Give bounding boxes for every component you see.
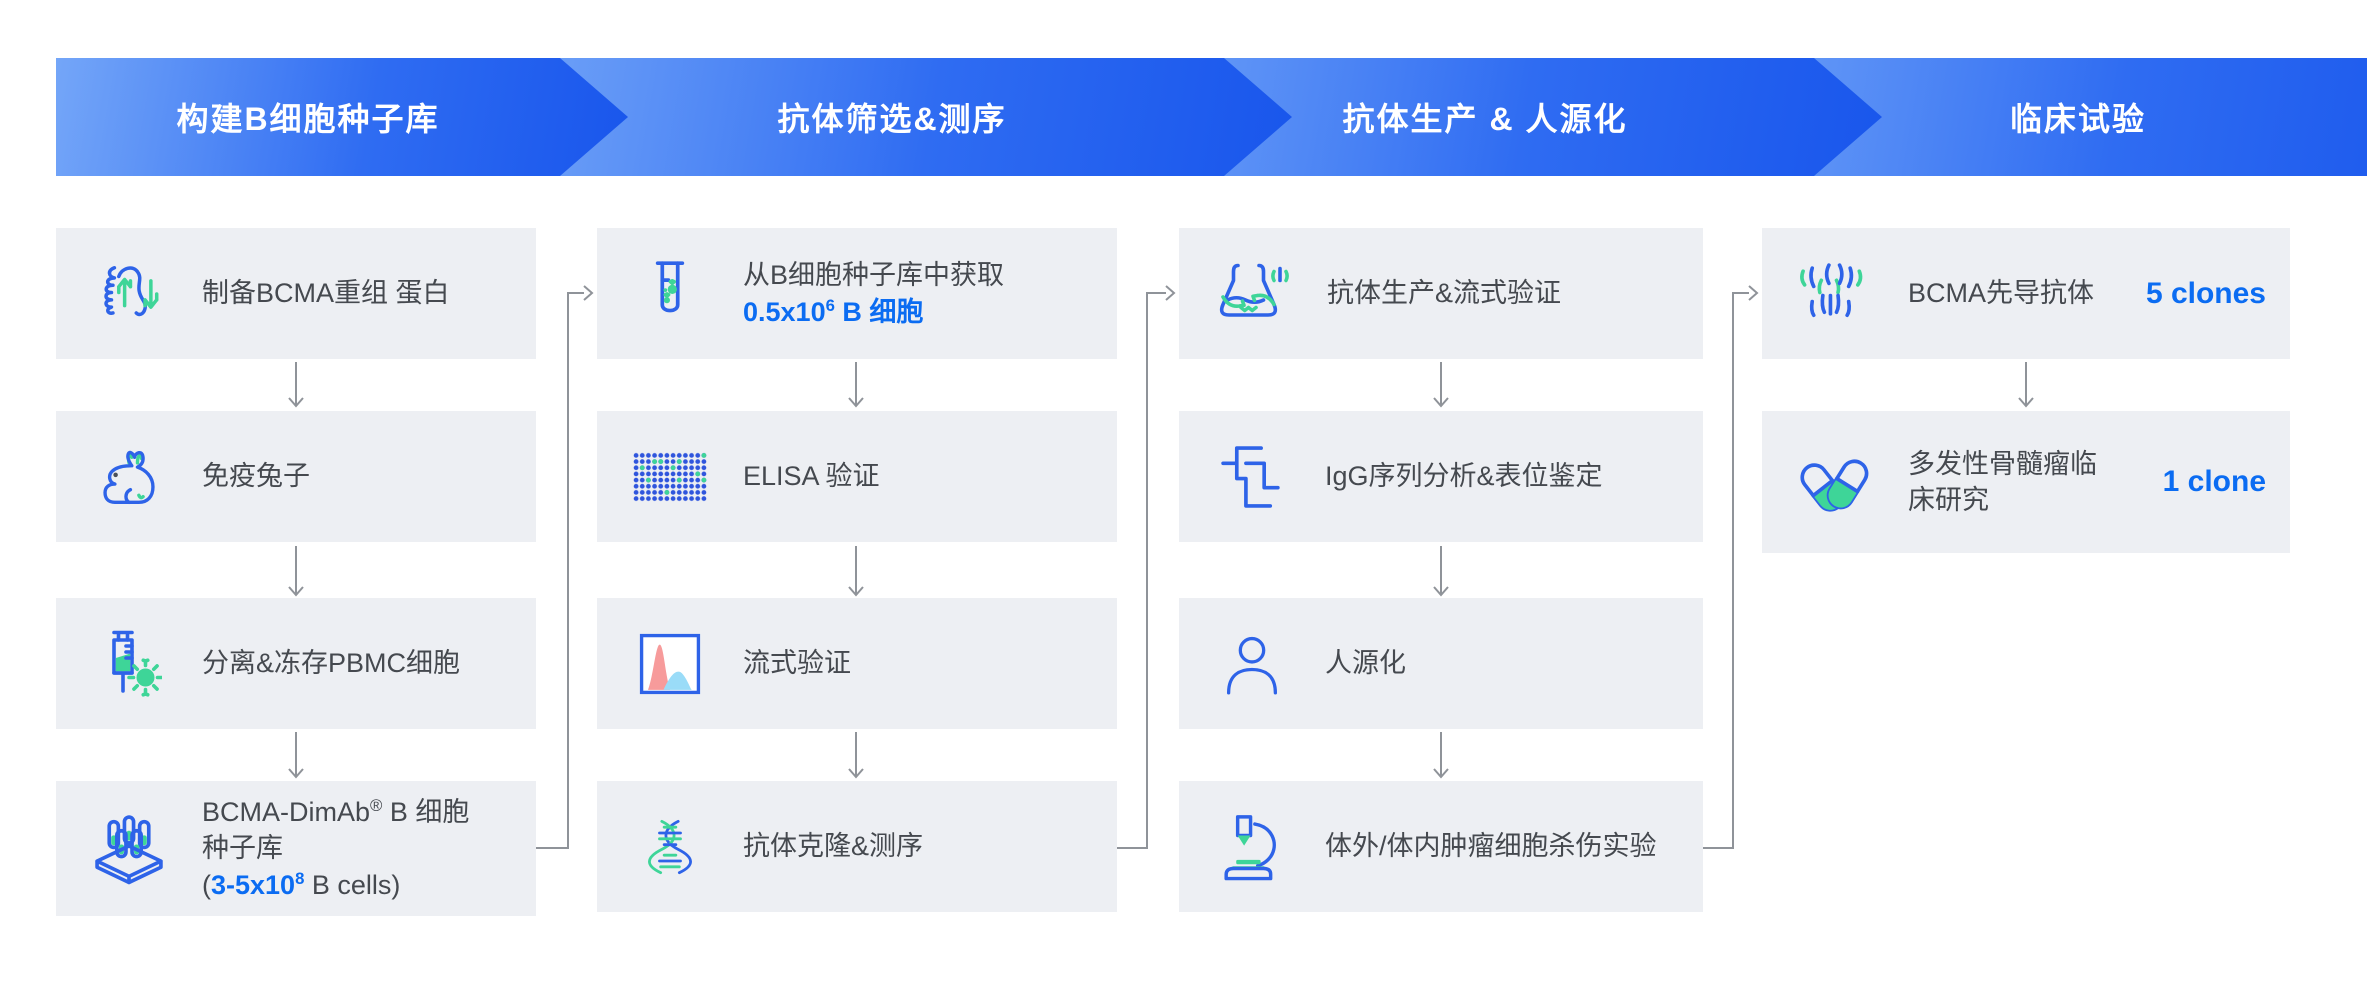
cell-count-unit: B 细胞 (834, 296, 924, 327)
person-icon (1213, 631, 1291, 697)
step-text: 从B细胞种子库中获取 (743, 260, 1005, 291)
cell-count-exponent: 6 (825, 295, 835, 315)
step-text: 种子库 (202, 833, 283, 864)
step-label: 流式验证 (743, 648, 851, 679)
step-text: ( (202, 869, 211, 900)
step-prepare-bcma-protein: 制备BCMA重组 蛋白 (56, 228, 536, 359)
sequence-tree-icon (1213, 442, 1291, 512)
step-immunize-rabbit: 免疫兔子 (56, 411, 536, 542)
dna-icon (631, 806, 709, 888)
step-label: ELISA 验证 (743, 461, 880, 492)
step-label: BCMA先导抗体 (1908, 278, 2095, 309)
step-text: B 细胞 (382, 796, 470, 827)
step-label: 多发性骨髓瘤临床研究 (1908, 448, 2097, 515)
antibody-icon (1796, 259, 1874, 329)
stage-label: 临床试验 (2009, 101, 2146, 137)
protein-icon (90, 263, 168, 325)
flow-histogram-icon (631, 633, 709, 695)
microscope-icon (1213, 812, 1291, 882)
stage-label: 构建B细胞种子库 (176, 101, 440, 137)
step-label: 制备BCMA重组 蛋白 (202, 278, 450, 309)
flask-icon (1213, 261, 1293, 327)
process-banner: 构建B细胞种子库 抗体筛选&测序 抗体生产 & 人源化 临床试验 (56, 58, 2342, 176)
step-label: 分离&冻存PBMC细胞 (202, 648, 461, 679)
step-bcma-lead-antibodies: BCMA先导抗体 5 clones (1762, 228, 2290, 359)
step-flow-validation: 流式验证 (597, 598, 1117, 729)
pills-icon (1796, 445, 1874, 519)
stage-label: 抗体生产 & 人源化 (1342, 101, 1628, 137)
step-label: 体外/体内肿瘤细胞杀伤实验 (1325, 831, 1657, 862)
syringe-icon (90, 628, 168, 700)
step-label: IgG序列分析&表位鉴定 (1325, 461, 1603, 492)
step-multiple-myeloma-clinical: 多发性骨髓瘤临床研究 1 clone (1762, 411, 2290, 553)
stage-label: 抗体筛选&测序 (777, 101, 1007, 137)
step-elisa-validation: ELISA 验证 (597, 411, 1117, 542)
stage-banner-build-library: 构建B细胞种子库 (56, 58, 628, 176)
step-isolate-pbmc: 分离&冻存PBMC细胞 (56, 598, 536, 729)
clone-count-badge: 5 clones (2145, 276, 2266, 310)
step-bcell-seed-library: BCMA-DimAb® B 细胞 种子库 (3-5x108 B cells) (56, 781, 536, 916)
step-obtain-bcells: 从B细胞种子库中获取 0.5x106 B 细胞 (597, 228, 1117, 359)
step-label: 人源化 (1325, 648, 1406, 679)
step-label: 抗体生产&流式验证 (1327, 278, 1562, 309)
step-label: 抗体克隆&测序 (743, 831, 924, 862)
step-antibody-production-flow: 抗体生产&流式验证 (1179, 228, 1703, 359)
cell-count-value: 0.5x10 (743, 296, 826, 327)
rabbit-icon (90, 446, 168, 508)
registered-mark: ® (370, 795, 383, 815)
step-text: BCMA-DimAb (202, 796, 371, 827)
tube-rack-icon (90, 812, 168, 886)
microplate-icon (631, 451, 709, 502)
cell-count-value: 3-5x10 (211, 869, 296, 900)
cell-count-exponent: 8 (295, 868, 305, 888)
step-antibody-cloning-sequencing: 抗体克隆&测序 (597, 781, 1117, 912)
step-label: 从B细胞种子库中获取 0.5x106 B 细胞 (743, 257, 1004, 330)
step-text: B cells) (304, 869, 401, 900)
step-humanization: 人源化 (1179, 598, 1703, 729)
step-label: 免疫兔子 (202, 461, 310, 492)
step-label: BCMA-DimAb® B 细胞 种子库 (3-5x108 B cells) (202, 794, 469, 903)
test-tube-icon (631, 257, 709, 331)
step-tumor-killing-assay: 体外/体内肿瘤细胞杀伤实验 (1179, 781, 1703, 912)
step-igg-sequence-epitope: IgG序列分析&表位鉴定 (1179, 411, 1703, 542)
clone-count-badge: 1 clone (2162, 465, 2266, 498)
